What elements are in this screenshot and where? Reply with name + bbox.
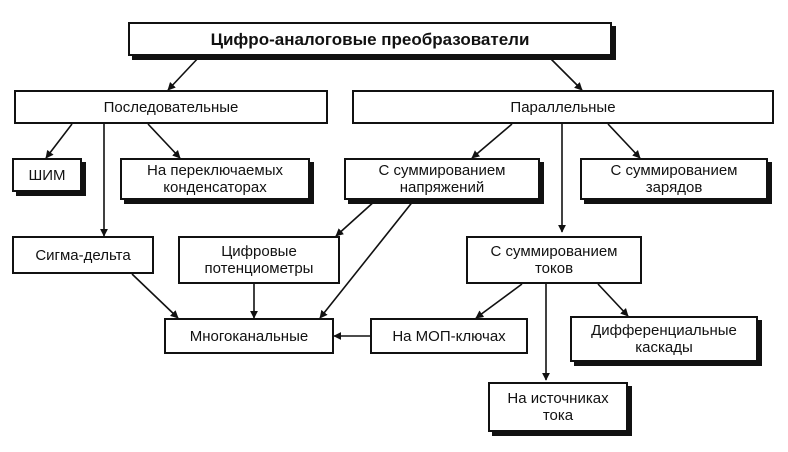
node-sigma-delta-line-1: Сигма-дельта xyxy=(35,246,131,264)
node-pwm-line-1: ШИМ xyxy=(28,166,66,184)
arrow-serial-to-switched-caps xyxy=(147,123,181,159)
node-parallel: Параллельные xyxy=(352,90,774,124)
node-pwm: ШИМ xyxy=(12,158,82,192)
node-current-sum-line-1: С суммированием xyxy=(490,243,618,260)
node-charge-sum: С суммированием зарядов xyxy=(580,158,768,200)
node-differential-line-2: каскады xyxy=(635,339,693,356)
node-charge-sum-line-2: зарядов xyxy=(645,179,703,196)
arrow-serial-to-pwm xyxy=(45,123,73,159)
node-root: Цифро-аналоговые преобразователи xyxy=(128,22,612,56)
arrow-root-to-serial xyxy=(167,55,201,91)
node-current-sources-line-2: тока xyxy=(542,407,574,424)
node-differential-line-1: Дифференциальные xyxy=(591,322,737,339)
node-root-line-1: Цифро-аналоговые преобразователи xyxy=(210,29,530,49)
node-current-sources: На источниках тока xyxy=(488,382,628,432)
node-switched-caps-line-1: На переключаемых xyxy=(147,162,283,179)
node-digital-pots: Цифровые потенциометры xyxy=(178,236,340,284)
node-switched-caps: На переключаемых конденсаторах xyxy=(120,158,310,200)
node-differential: Дифференциальные каскады xyxy=(570,316,758,362)
arrow-parallel-to-voltage-sum xyxy=(471,123,513,159)
node-multichannel-line-1: Многоканальные xyxy=(189,327,309,345)
arrow-voltage-sum-to-digital-pots xyxy=(335,199,377,237)
node-current-sum: С суммированием токов xyxy=(466,236,642,284)
node-parallel-line-1: Параллельные xyxy=(510,98,616,116)
node-charge-sum-line-1: С суммированием xyxy=(610,162,738,179)
arrow-sigma-delta-to-multichannel xyxy=(131,273,179,319)
node-serial-line-1: Последовательные xyxy=(103,98,239,116)
node-current-sum-line-2: токов xyxy=(534,260,574,277)
node-digital-pots-line-1: Цифровые xyxy=(221,243,297,260)
arrow-current-sum-to-mos-switches xyxy=(475,283,523,319)
node-voltage-sum: С суммированием напряжений xyxy=(344,158,540,200)
arrow-current-sum-to-differential xyxy=(597,283,629,317)
node-switched-caps-line-2: конденсаторах xyxy=(163,179,267,196)
node-voltage-sum-line-2: напряжений xyxy=(399,179,485,196)
node-multichannel: Многоканальные xyxy=(164,318,334,354)
node-digital-pots-line-2: потенциометры xyxy=(204,260,314,277)
node-mos-switches-line-1: На МОП-ключах xyxy=(392,327,506,345)
arrow-root-to-parallel xyxy=(547,55,583,91)
node-current-sources-line-1: На источниках xyxy=(507,390,609,407)
node-voltage-sum-line-1: С суммированием xyxy=(378,162,506,179)
node-serial: Последовательные xyxy=(14,90,328,124)
arrow-voltage-sum-to-multichannel xyxy=(319,199,415,319)
arrow-parallel-to-charge-sum xyxy=(607,123,641,159)
node-sigma-delta: Сигма-дельта xyxy=(12,236,154,274)
node-mos-switches: На МОП-ключах xyxy=(370,318,528,354)
